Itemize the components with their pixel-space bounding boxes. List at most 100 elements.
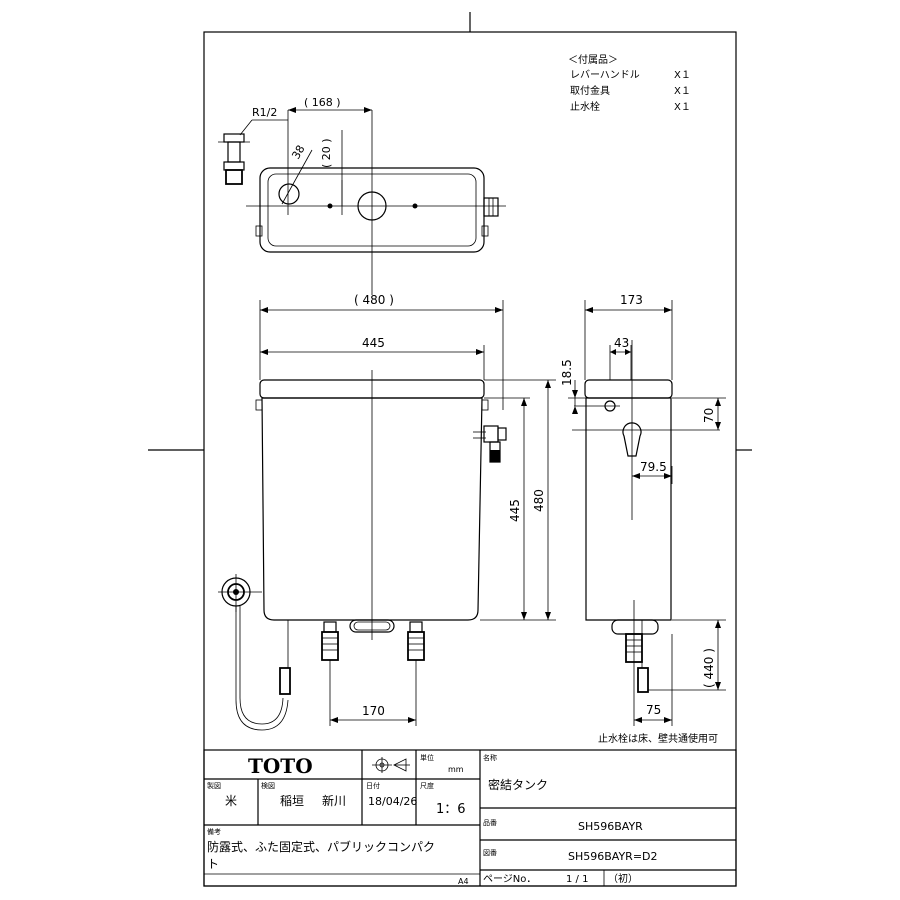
title-block-border — [203, 749, 737, 887]
arrow — [476, 349, 484, 355]
top-lever-fitting — [483, 197, 499, 217]
arrow — [364, 107, 372, 113]
top-inlet-hole — [278, 183, 300, 205]
scale-label: 尺度 — [420, 781, 434, 790]
dim-43: 43 — [614, 336, 629, 350]
front-view: ( 480 ) 445 — [218, 293, 556, 731]
front-tab-left — [255, 399, 263, 411]
arrow — [585, 307, 593, 313]
leader-r12 — [239, 119, 253, 136]
checked-label: 検図 — [261, 781, 275, 790]
date-value: 18/04/26 — [368, 795, 417, 808]
projection-symbol-icon — [372, 757, 410, 773]
checked-by-2: 新川 — [322, 793, 346, 808]
drawn-label: 製図 — [207, 781, 221, 790]
product-name: 密結タンク — [488, 777, 548, 792]
arrow — [715, 398, 721, 406]
brand-logo: TOTO — [248, 754, 313, 778]
arrow — [521, 398, 527, 406]
valve-note: 止水栓は床、壁共通使用可 — [598, 732, 718, 745]
checked-by-1: 稲垣 — [280, 794, 304, 808]
dim-38: 38 — [289, 143, 307, 162]
scale-value: 1：6 — [436, 802, 466, 817]
dim-70: 70 — [702, 408, 716, 423]
dim-18-5: 18.5 — [560, 359, 574, 386]
dim-79-5: 79.5 — [640, 460, 667, 474]
product-label: 品番 — [483, 819, 497, 827]
accessory-name: 止水栓 — [570, 100, 600, 113]
arrow — [260, 307, 268, 313]
dim-170: 170 — [362, 704, 385, 718]
arrow — [664, 307, 672, 313]
accessory-name: 取付金具 — [570, 84, 610, 97]
dim-173: 173 — [620, 293, 643, 307]
top-tab-left — [255, 225, 263, 237]
arrow — [545, 380, 551, 388]
front-outlet-inner — [353, 621, 391, 631]
side-bracket — [611, 619, 659, 635]
dim-20: ( 20 ) — [320, 138, 333, 168]
accessory-qty: X１ — [674, 102, 691, 113]
front-outlet — [349, 619, 395, 633]
page-number: 1 / 1 — [566, 874, 588, 885]
arrow — [664, 473, 672, 479]
front-body — [261, 397, 483, 621]
dim-75: 75 — [646, 703, 661, 717]
arrow — [572, 390, 578, 398]
paper-size: A4 — [458, 877, 469, 886]
unit-label: 単位 — [420, 753, 434, 762]
dim-thread: R1/2 — [252, 106, 277, 119]
arrow — [664, 717, 672, 723]
remarks-label: 備考 — [207, 827, 221, 836]
accessories-heading: ＜付属品＞ — [568, 53, 618, 66]
page-label: ページNo． — [483, 874, 536, 885]
arrow — [408, 717, 416, 723]
dim-440: ( 440 ) — [702, 648, 716, 688]
accessory-name: レバーハンドル — [570, 69, 640, 81]
accessories-list: ＜付属品＞ レバーハンドル X１ 取付金具 X１ 止水栓 X１ — [568, 53, 691, 113]
side-body — [585, 397, 672, 621]
arrow — [632, 473, 640, 479]
arrow — [625, 349, 631, 355]
product-code: SH596BAYR — [578, 820, 643, 833]
dim-445-width: 445 — [362, 336, 385, 350]
drawing-label: 図番 — [483, 849, 497, 857]
arrow — [634, 717, 642, 723]
arrow — [572, 406, 578, 414]
accessory-qty: X１ — [674, 70, 691, 81]
leader-38 — [281, 149, 313, 205]
arrow — [495, 307, 503, 313]
top-tab-right — [481, 225, 489, 237]
arrow — [260, 349, 268, 355]
side-view: 173 43 18.5 70 79.5 — [560, 293, 726, 726]
arrow — [288, 107, 296, 113]
arrow — [545, 612, 551, 620]
arrow — [715, 620, 721, 628]
front-bolt-right — [407, 621, 425, 661]
dim-168: ( 168 ) — [304, 96, 341, 109]
dim-445-height: 445 — [508, 499, 522, 522]
revision: （初） — [608, 872, 638, 885]
front-tab-right — [481, 399, 489, 411]
arrow — [715, 682, 721, 690]
side-keyhole — [622, 422, 642, 457]
front-lever-handle — [473, 425, 507, 463]
drawn-by: 米 — [225, 794, 237, 808]
front-bolt-left — [321, 621, 339, 661]
top-view: ( 168 ) R1/2 38 ( 20 ) — [218, 96, 506, 295]
side-lid — [584, 379, 673, 399]
arrow — [715, 422, 721, 430]
remarks-line-2: ト — [207, 857, 219, 871]
title-block: TOTO 単位 mm 製図 米 検図 稲垣 新川 日付 18/04/26 尺度 … — [203, 749, 737, 887]
front-supply-valve — [218, 574, 291, 731]
dim-480-height: 480 — [532, 489, 546, 512]
unit-value: mm — [448, 765, 464, 774]
side-bolt — [625, 620, 649, 693]
top-valve-symbol — [218, 133, 250, 185]
date-label: 日付 — [366, 781, 380, 790]
drawing-number: SH596BAYR=D2 — [568, 850, 658, 863]
arrow — [521, 612, 527, 620]
name-label: 名称 — [483, 753, 497, 762]
dim-480-width: ( 480 ) — [354, 293, 394, 307]
